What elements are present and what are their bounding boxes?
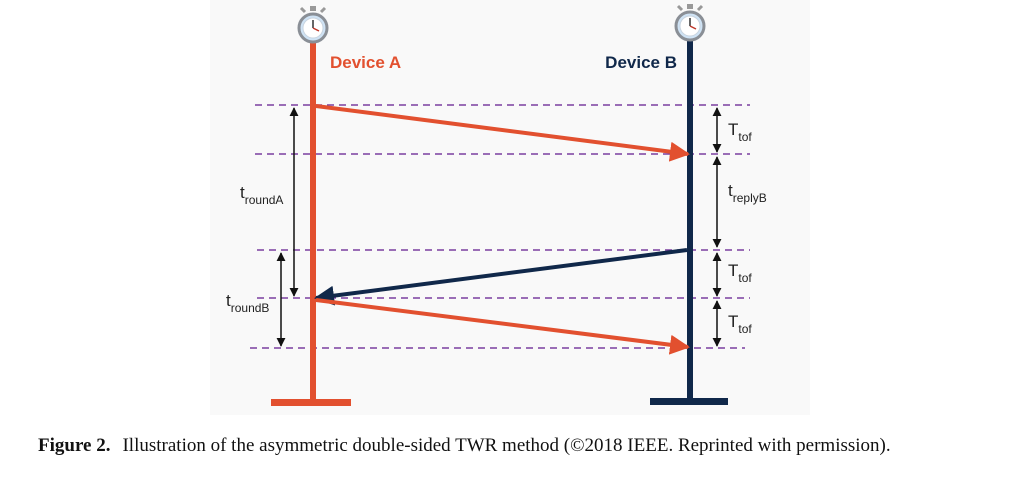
stopwatch-icon (297, 6, 329, 44)
label-t-roundA: troundA (240, 183, 283, 207)
message-a-to-b-1 (315, 104, 690, 162)
device-b-base (650, 398, 728, 405)
device-a-base (271, 399, 351, 406)
label-t-roundB: troundB (226, 291, 269, 315)
stopwatch-icon (674, 4, 706, 42)
message-a-to-b-2 (315, 298, 690, 355)
label-t-tof-2: Ttof (728, 261, 752, 285)
device-a-timeline (271, 38, 351, 406)
label-t-tof-1: Ttof (728, 120, 752, 144)
figure-label: Figure 2. (38, 435, 111, 456)
figure-caption: Figure 2. Illustration of the asymmetric … (38, 432, 973, 459)
label-t-replyB: treplyB (728, 181, 767, 205)
twr-diagram: Device A Device B Ttof treplyB Ttof Ttof… (210, 0, 810, 415)
figure-caption-text: Illustration of the asymmetric double-si… (122, 435, 891, 456)
device-a-label: Device A (330, 53, 401, 72)
diagram-background (210, 0, 810, 415)
interval-arrows-left (276, 107, 299, 347)
device-b-timeline (650, 38, 728, 405)
message-b-to-a (314, 248, 688, 306)
label-t-tof-3: Ttof (728, 312, 752, 336)
device-b-label: Device B (605, 53, 677, 72)
time-reference-lines (250, 104, 750, 349)
